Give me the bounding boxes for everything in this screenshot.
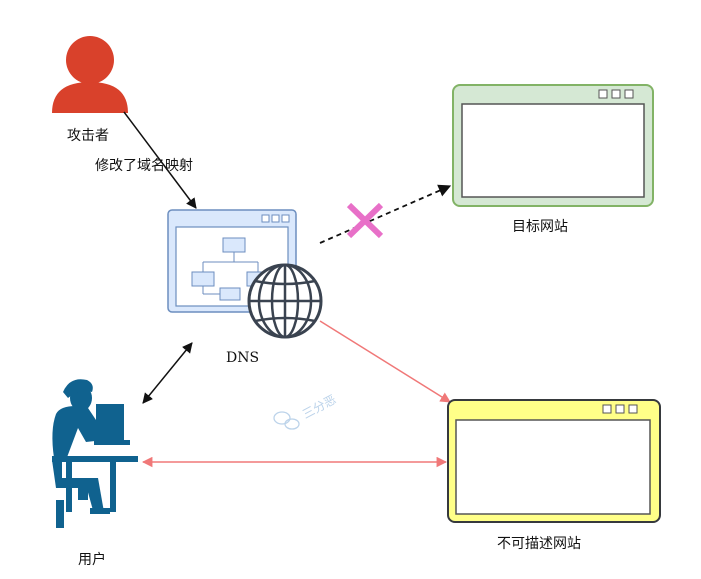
unknown-site-window [447, 399, 661, 523]
wechat-watermark-icon [273, 411, 300, 430]
unknown-site-label: 不可描述网站 [497, 536, 581, 552]
attacker-label: 攻击者 [67, 128, 109, 144]
target-site-label: 目标网站 [512, 219, 568, 235]
user-label: 用户 [78, 552, 106, 568]
target-site-window [452, 84, 654, 207]
attacker-icon [52, 36, 128, 113]
blocked-cross-icon [346, 202, 384, 239]
edge-user-dns [142, 342, 193, 404]
dns-label: DNS [226, 350, 260, 366]
edge-dns-unknown [319, 320, 451, 403]
user-computer-icon [52, 379, 138, 528]
modify-dns-label: 修改了域名映射 [95, 158, 193, 174]
globe-icon [247, 263, 323, 339]
edge-attacker-dns [123, 111, 197, 209]
edge-dns-target-dashed [319, 184, 452, 244]
